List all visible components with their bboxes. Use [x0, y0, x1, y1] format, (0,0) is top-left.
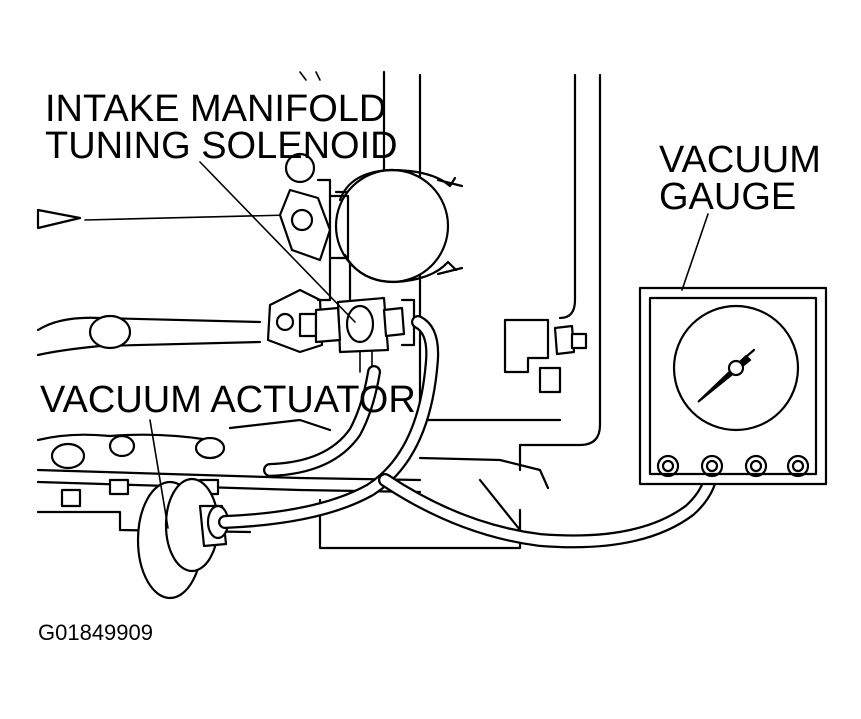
gauge-label-line1: VACUUM [659, 139, 821, 181]
figure-id: G01849909 [38, 620, 153, 645]
solenoid-label-line2: TUNING SOLENOID [45, 125, 398, 167]
actuator-label: VACUUM ACTUATOR [40, 379, 416, 421]
vacuum-gauge [638, 286, 828, 486]
leader-lines [149, 161, 709, 529]
pipe-clamp [328, 168, 464, 284]
vacuum-hoses [218, 315, 719, 549]
vacuum-fitting-bracket [503, 318, 588, 394]
tuning-solenoid [298, 296, 416, 373]
gauge-label-line2: GAUGE [659, 176, 796, 218]
engine-components [36, 152, 352, 357]
lower-engine-area [36, 418, 550, 550]
vacuum-actuator [136, 477, 230, 600]
solenoid-label-line1: INTAKE MANIFOLD [45, 88, 386, 130]
